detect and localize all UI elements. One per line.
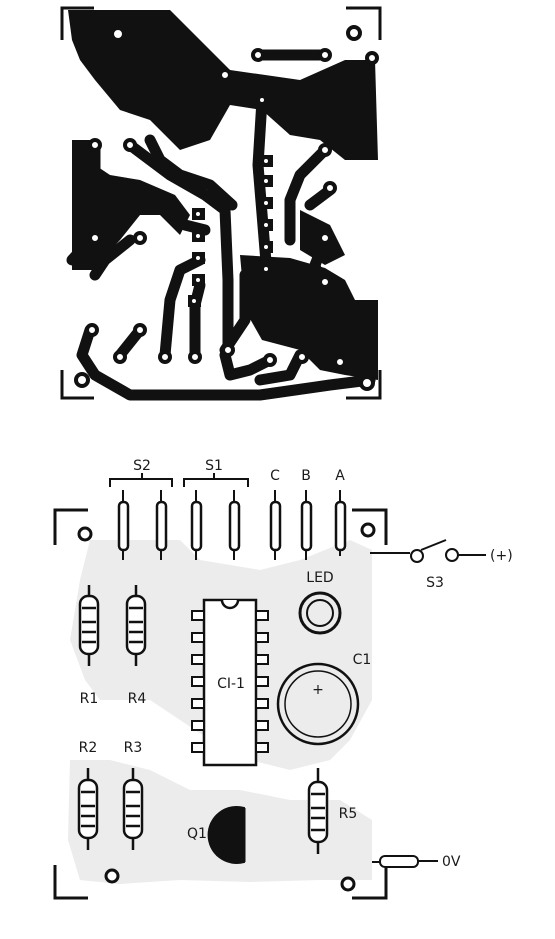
copper-corner-marks bbox=[60, 6, 382, 400]
ic-ci-1 bbox=[202, 598, 258, 767]
label-r2: R2 bbox=[79, 740, 98, 756]
label-zero-volt: 0V bbox=[442, 854, 461, 870]
label-c1-polarity: + bbox=[312, 682, 324, 698]
component-layout bbox=[53, 473, 486, 900]
resistor-r4 bbox=[125, 585, 147, 666]
label-terminal-a: A bbox=[335, 468, 345, 484]
label-r1: R1 bbox=[80, 691, 99, 707]
resistor-r1 bbox=[78, 585, 100, 666]
ic-pins bbox=[191, 610, 269, 753]
label-q1: Q1 bbox=[187, 826, 207, 842]
board-corner-marks bbox=[53, 508, 388, 900]
label-s3: S3 bbox=[426, 575, 444, 591]
zero-volt-wire bbox=[372, 855, 438, 868]
label-s1: S1 bbox=[205, 458, 223, 474]
capacitor-c1 bbox=[276, 662, 360, 746]
switch-s3 bbox=[370, 539, 486, 563]
switch-group-brackets bbox=[109, 473, 249, 487]
copper-pattern bbox=[60, 6, 382, 401]
copper-pads bbox=[74, 25, 379, 391]
resistor-r5 bbox=[307, 768, 329, 854]
resistor-r2 bbox=[77, 768, 99, 850]
board-mount-holes bbox=[77, 522, 376, 892]
label-c1: C1 bbox=[353, 652, 372, 668]
label-led: LED bbox=[306, 570, 333, 586]
label-supply-positive: (+) bbox=[490, 548, 513, 564]
label-s2: S2 bbox=[133, 458, 151, 474]
label-r5: R5 bbox=[339, 806, 358, 822]
label-r4: R4 bbox=[128, 691, 147, 707]
label-terminal-b: B bbox=[301, 468, 311, 484]
resistor-r3 bbox=[122, 768, 144, 850]
labels: S2 S1 C B A LED C1 + CI-1 R1 R4 R2 R3 R5… bbox=[79, 458, 513, 870]
label-ci-1: CI-1 bbox=[217, 676, 245, 692]
label-terminal-c: C bbox=[270, 468, 280, 484]
label-r3: R3 bbox=[124, 740, 143, 756]
transistor-q1 bbox=[207, 806, 246, 864]
led bbox=[298, 591, 342, 635]
